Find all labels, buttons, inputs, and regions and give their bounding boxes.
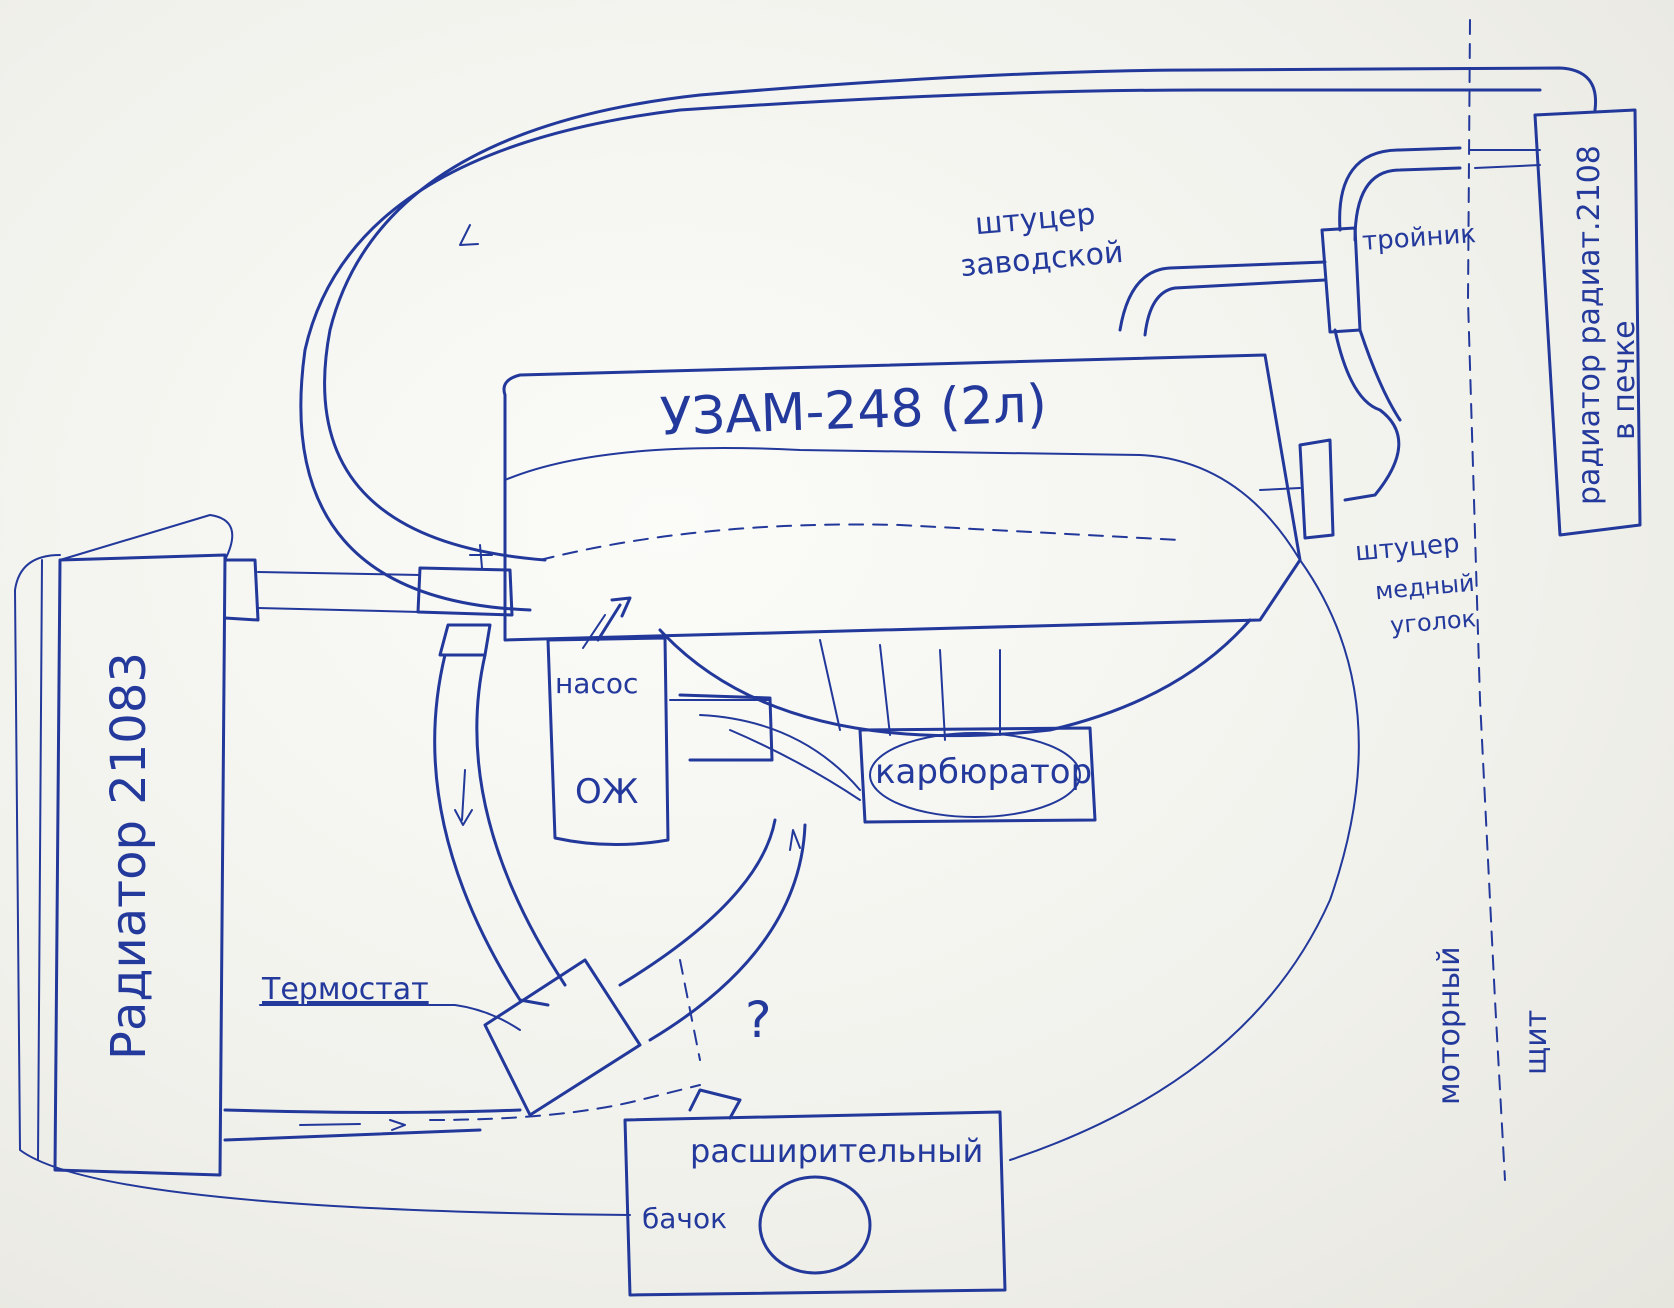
question-label: ? xyxy=(745,991,772,1049)
main-radiator-body xyxy=(53,553,227,1177)
heater-hose-long xyxy=(323,66,1598,562)
expansion-tank-label-2: бачок xyxy=(642,1202,728,1235)
pump-sub-label: ОЖ xyxy=(575,772,639,812)
firewall-label-2: щит xyxy=(1519,1009,1554,1075)
main-radiator-label: Радиатор 21083 xyxy=(101,652,157,1060)
pump-label: насос xyxy=(555,667,639,700)
fitting-corner-label-3: уголок xyxy=(1388,604,1478,640)
carburetor xyxy=(858,726,1097,824)
heater-radiator-label-2: в печке xyxy=(1607,320,1642,440)
thermostat xyxy=(483,958,642,1117)
expansion-tank xyxy=(623,1110,1007,1297)
engine-block xyxy=(502,353,1302,642)
water-pump xyxy=(546,636,670,847)
tee-fitting xyxy=(1320,226,1362,334)
heater-radiator xyxy=(1533,108,1642,537)
thermostat-label: Термостат xyxy=(262,972,429,1007)
firewall-label-1: моторный xyxy=(1432,946,1467,1105)
firewall-line xyxy=(1467,19,1506,1181)
expansion-tank-label-1: расширительный xyxy=(690,1132,984,1170)
carburetor-label: карбюратор xyxy=(875,752,1093,792)
heater-radiator-label-1: радиатор радиат.2108 xyxy=(1572,145,1607,505)
tee-label: тройник xyxy=(1361,219,1477,257)
engine-label: УЗАМ-248 (2л) xyxy=(659,374,1048,448)
